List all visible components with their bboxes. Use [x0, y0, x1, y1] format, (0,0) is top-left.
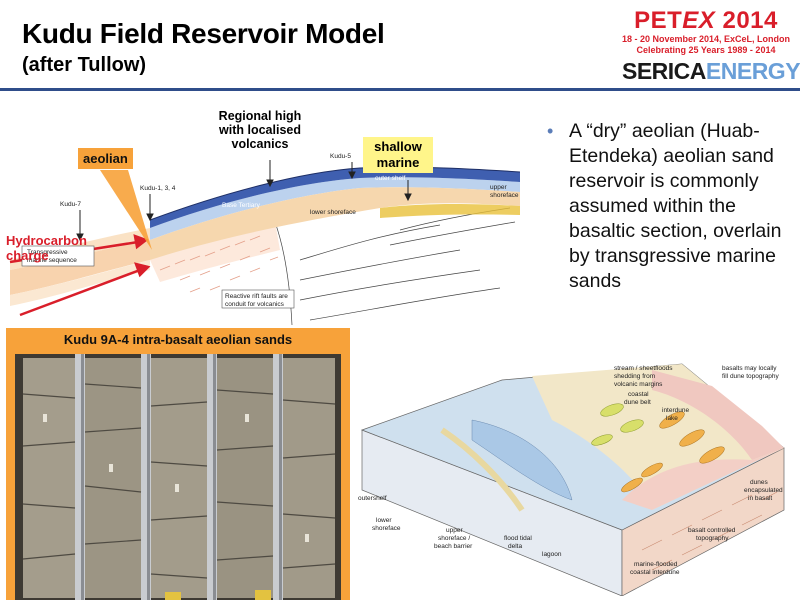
- label-marine-2: coastal interdune: [630, 569, 680, 576]
- core-columns: [23, 358, 335, 598]
- label-transgressive-1: Transgressive: [27, 249, 68, 256]
- label-stream: stream / sheetfloods: [614, 365, 673, 372]
- label-dunes-3: in basalt: [748, 495, 772, 502]
- core-tray-rails: [75, 354, 283, 600]
- serica-logo: SERICAENERGY: [622, 58, 800, 85]
- label-transgressive-2: marine sequence: [27, 257, 77, 264]
- petex-anniversary: Celebrating 25 Years 1989 - 2014: [636, 45, 776, 55]
- label-basalt-ctrl: basalt controlled: [688, 527, 736, 534]
- petex-ex: EX: [682, 7, 716, 34]
- label-hydrocarbon-2: charge: [6, 248, 49, 263]
- well-arrows: [76, 160, 412, 242]
- label-rift-2: conduit for volcanics: [225, 301, 285, 308]
- label-stream-3: volcanic margins: [614, 381, 663, 388]
- serica-logo-b: ENERGY: [705, 58, 800, 84]
- label-upper: upper: [446, 527, 463, 534]
- label-dunes-2: encapsulated: [744, 487, 783, 494]
- label-basalt-ctrl-2: topography: [696, 535, 729, 542]
- label-regional-high-2: with localised: [219, 123, 301, 137]
- label-flood-2: delta: [508, 543, 522, 550]
- page-subtitle: (after Tullow): [22, 54, 147, 76]
- block-diagram: stream / sheetfloods shedding from volca…: [352, 360, 792, 596]
- coastal-dunes: [591, 403, 644, 446]
- fault-lines: [274, 207, 516, 326]
- label-upper-3: beach barrier: [434, 543, 473, 550]
- petex-year: 2014: [722, 7, 778, 34]
- label-interdune-2: lake: [666, 415, 678, 422]
- transgressive-box: [21, 245, 95, 267]
- core-photo-panel: Kudu 9A-4 intra-basalt aeolian sands: [6, 328, 350, 600]
- block-labels: stream / sheetfloods shedding from volca…: [358, 365, 783, 576]
- core-breaks: [22, 383, 336, 579]
- label-dunes: dunes: [750, 479, 768, 486]
- label-base-tertiary: Base Tertiary: [222, 202, 261, 209]
- rift-box: [221, 289, 295, 309]
- label-upper-2: shoreface /: [438, 535, 470, 542]
- well-kudu5: Kudu-5: [330, 153, 351, 160]
- label-interdune: interdune: [662, 407, 689, 414]
- petex-dates: 18 - 20 November 2014, ExCeL, London: [621, 34, 791, 44]
- label-stream-2: shedding from: [614, 373, 655, 380]
- core-photo: [15, 354, 341, 600]
- right-face-hatch: [641, 491, 778, 571]
- core-photo-art: [15, 354, 341, 600]
- label-basalts-2: fill dune topography: [722, 373, 779, 380]
- label-aeolian: aeolian: [78, 148, 133, 169]
- label-outer-shelf: outer shelf: [375, 175, 406, 182]
- core-tray-rails-shadow: [81, 354, 282, 600]
- label-upper-shoreface-2: shoreface: [490, 192, 519, 199]
- red-hatch: [159, 235, 279, 293]
- label-lagoon: lagoon: [542, 551, 562, 558]
- label-marine: marine-flooded: [634, 561, 678, 568]
- label-regional-high: Regional high with localised volcanics: [200, 109, 320, 151]
- label-upper-shoreface-1: upper: [490, 184, 507, 191]
- label-outershelf: outershelf: [358, 495, 387, 502]
- label-hydrocarbon-1: Hydrocarbon: [6, 233, 87, 248]
- label-coastal-2: dune belt: [624, 399, 651, 406]
- label-shallow-marine-2: marine: [376, 155, 420, 170]
- dunes: [621, 411, 725, 493]
- label-regional-high-1: Regional high: [218, 109, 302, 123]
- core-panel-title: Kudu 9A-4 intra-basalt aeolian sands: [63, 332, 293, 347]
- label-lower: lower: [376, 517, 392, 524]
- label-shallow-marine: shallow marine: [363, 137, 433, 173]
- bullet-text: A “dry” aeolian (Huab-Etendeka) aeolian …: [569, 120, 782, 292]
- cross-section-diagram: Kudu-7 Kudu-1, 3, 4 Kudu-5 Base Tertiary…: [9, 153, 520, 326]
- core-markers: [43, 414, 309, 542]
- label-shallow-marine-1: shallow: [374, 139, 422, 154]
- header-divider: [0, 88, 800, 91]
- label-hydrocarbon-charge: Hydrocarbon charge: [6, 233, 87, 263]
- label-flood: flood tidal: [504, 535, 532, 542]
- petex-pet: PET: [634, 7, 683, 34]
- bullet-marker: •: [547, 121, 554, 141]
- label-rift-1: Reactive rift faults are: [225, 293, 288, 300]
- label-lower-shoreface: lower shoreface: [310, 209, 356, 216]
- well-kudu7: Kudu-7: [60, 201, 81, 208]
- page-title: Kudu Field Reservoir Model: [22, 18, 385, 49]
- petex-logo: PETEX 2014 18 - 20 November 2014, ExCeL,…: [618, 8, 794, 56]
- label-basalts: basalts may locally: [722, 365, 777, 372]
- label-regional-high-3: volcanics: [231, 137, 289, 151]
- well-kudu134: Kudu-1, 3, 4: [140, 185, 176, 192]
- label-lower-2: shoreface: [372, 525, 401, 532]
- label-coastal: coastal: [628, 391, 649, 398]
- serica-logo-a: SERICA: [622, 58, 706, 84]
